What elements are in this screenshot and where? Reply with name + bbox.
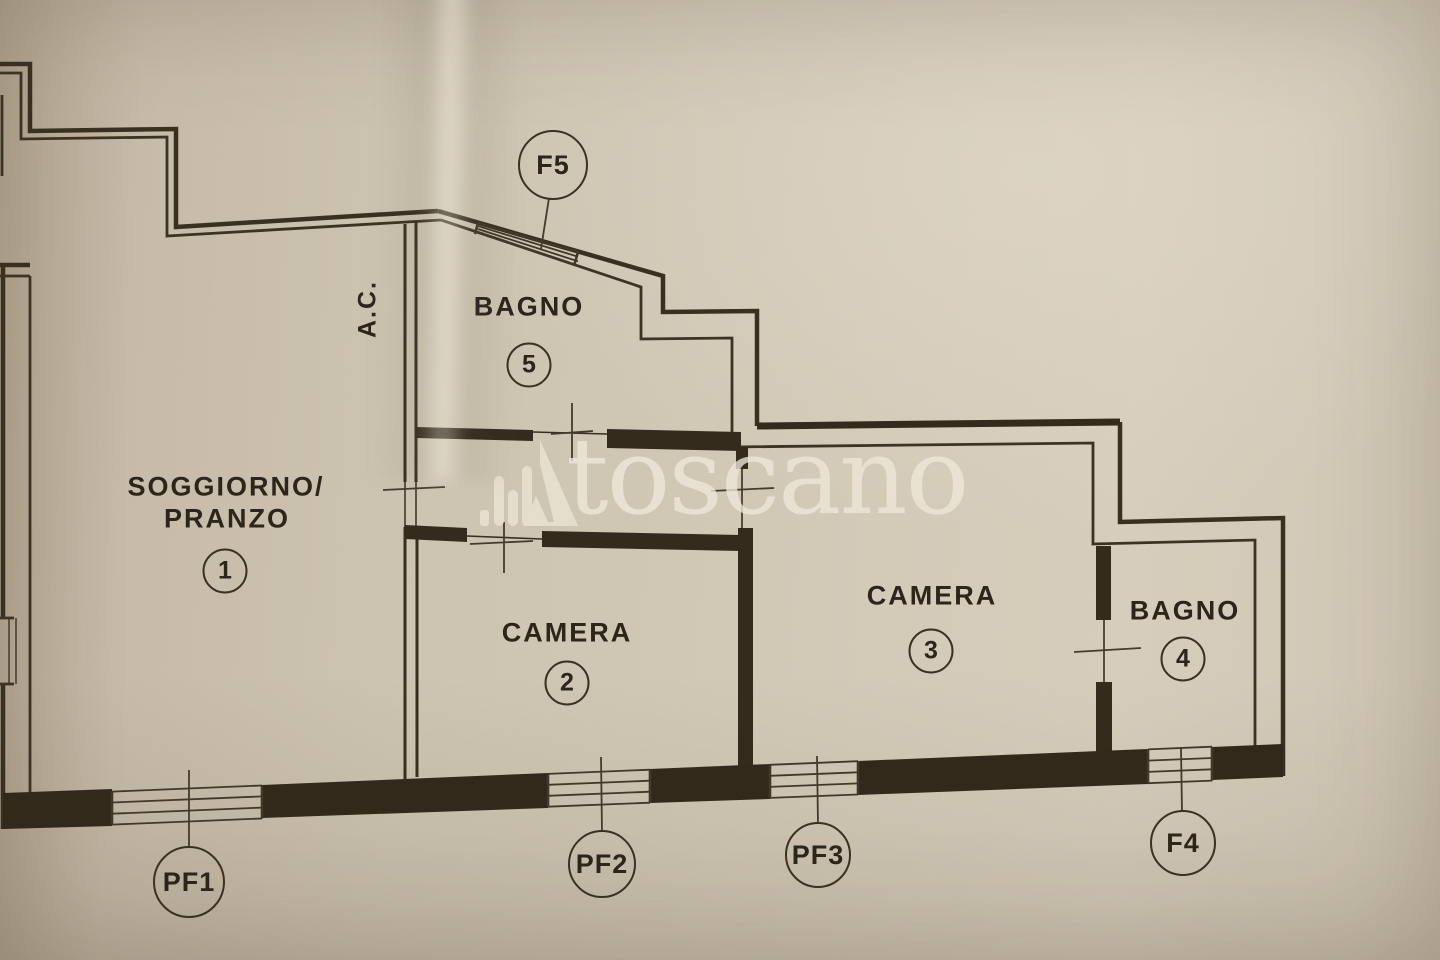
room-label-soggiorno-line1: SOGGIORNO/ <box>127 471 325 502</box>
window-tag-pf2-label: PF2 <box>575 848 629 879</box>
room-number-camera3: 3 <box>908 628 954 674</box>
leader-lines <box>188 197 1183 848</box>
room-number-camera2: 2 <box>544 660 590 706</box>
camera3-top-wall-outer <box>756 418 1121 430</box>
window-tag-pf1: PF1 <box>153 846 225 918</box>
room-label-camera3: CAMERA <box>866 580 998 611</box>
page-fold-highlight <box>366 0 528 482</box>
window-tag-f4-label: F4 <box>1166 827 1200 858</box>
room-number-bagno5-value: 5 <box>522 350 536 379</box>
room-label-soggiorno-line2: PRANZO <box>164 503 290 534</box>
room-number-soggiorno: 1 <box>202 548 248 594</box>
room-number-soggiorno-value: 1 <box>218 556 232 585</box>
room-number-bagno4: 4 <box>1160 636 1206 682</box>
window-tag-f5: F5 <box>518 130 588 200</box>
room-number-bagno5: 5 <box>506 342 552 388</box>
window-tag-pf2: PF2 <box>568 830 636 898</box>
window-tag-f4: F4 <box>1150 810 1216 876</box>
interior-walls <box>403 222 1112 781</box>
window-tag-pf1-label: PF1 <box>162 866 216 897</box>
room-label-bagno4: BAGNO <box>1129 595 1241 626</box>
window-glazing <box>110 222 1214 826</box>
room-number-camera3-value: 3 <box>924 636 938 665</box>
outer-wall-outer-face <box>0 61 1286 829</box>
room-number-camera2-value: 2 <box>560 668 574 697</box>
room-label-camera2: CAMERA <box>501 617 633 648</box>
bottom-wall-blocks <box>3 744 1283 829</box>
room-label-bagno5: BAGNO <box>473 291 585 322</box>
window-tag-f5-label: F5 <box>536 149 570 180</box>
outer-wall-inner-face <box>0 71 1257 795</box>
window-tag-pf3-label: PF3 <box>791 839 845 870</box>
window-tag-pf3: PF3 <box>785 822 851 888</box>
room-number-bagno4-value: 4 <box>1176 644 1190 673</box>
